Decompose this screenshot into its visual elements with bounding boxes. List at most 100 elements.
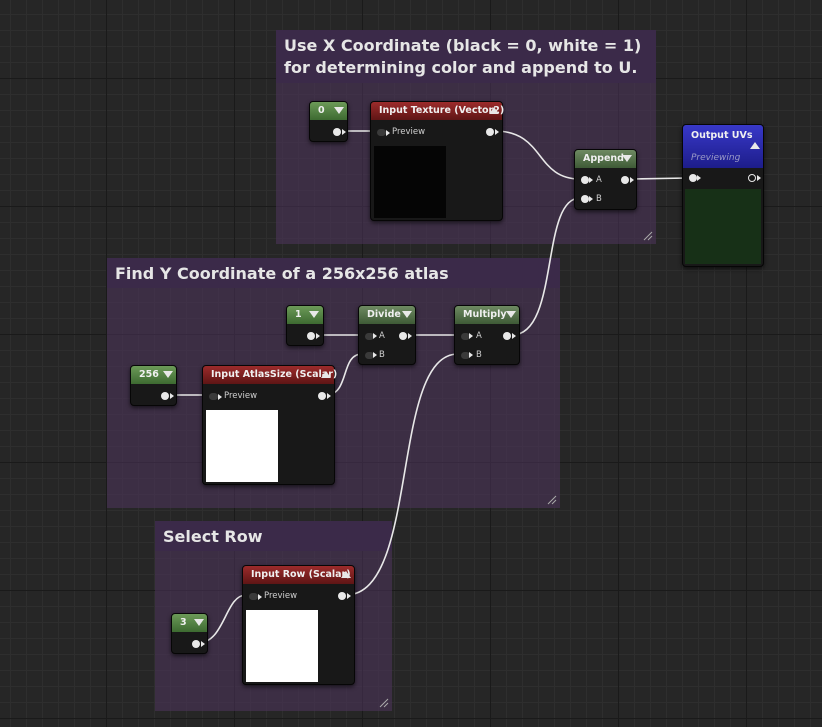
pin-arrow-icon bbox=[386, 130, 390, 136]
pin-arrow-icon bbox=[327, 393, 331, 399]
expand-arrow-icon[interactable] bbox=[341, 571, 351, 578]
input-row-node[interactable]: Input Row (Scalar) Preview bbox=[242, 565, 355, 685]
expand-arrow-icon[interactable] bbox=[750, 142, 760, 149]
pin-arrow-icon bbox=[589, 196, 593, 202]
pin-arrow-icon bbox=[218, 394, 222, 400]
node-title: Divide bbox=[367, 309, 401, 320]
row-preview bbox=[246, 610, 318, 682]
previewing-status: Previewing bbox=[691, 153, 741, 163]
input-pin-a-icon[interactable] bbox=[581, 176, 589, 184]
output-pin-icon[interactable] bbox=[318, 392, 326, 400]
collapse-arrow-icon[interactable] bbox=[194, 619, 204, 626]
output-pin-icon[interactable] bbox=[621, 176, 629, 184]
node-header[interactable]: Input AtlasSize (Scalar) bbox=[203, 366, 338, 384]
expand-arrow-icon[interactable] bbox=[489, 107, 499, 114]
resize-grip-icon[interactable] bbox=[547, 495, 557, 505]
output-pin-icon[interactable] bbox=[192, 640, 200, 648]
texture-preview bbox=[374, 146, 446, 218]
preview-pin-label: Preview bbox=[392, 127, 426, 137]
pin-label-a: A bbox=[596, 175, 602, 185]
node-header[interactable]: 1 bbox=[287, 306, 323, 324]
comment-title[interactable]: Use X Coordinate (black = 0, white = 1) … bbox=[276, 30, 656, 83]
pin-label-b: B bbox=[476, 350, 482, 360]
collapse-arrow-icon[interactable] bbox=[622, 155, 632, 162]
pin-arrow-icon bbox=[373, 352, 377, 358]
input-pin-b-icon[interactable] bbox=[581, 195, 589, 203]
pin-arrow-icon bbox=[697, 175, 701, 181]
comment-title[interactable]: Select Row bbox=[155, 521, 392, 551]
pin-arrow-icon bbox=[170, 393, 174, 399]
node-title: 256 bbox=[139, 369, 159, 380]
pin-arrow-icon bbox=[757, 175, 761, 181]
output-pin-hollow-icon[interactable] bbox=[748, 174, 756, 182]
pin-arrow-icon bbox=[495, 129, 499, 135]
node-title: Append bbox=[583, 153, 624, 164]
input-pin-b-icon[interactable] bbox=[365, 352, 374, 359]
collapse-arrow-icon[interactable] bbox=[309, 311, 319, 318]
input-atlassize-node[interactable]: Input AtlasSize (Scalar) Preview bbox=[202, 365, 338, 485]
node-header[interactable]: Append bbox=[575, 150, 636, 168]
node-title: 0 bbox=[318, 105, 325, 116]
output-uvs-node[interactable]: Output UVs Previewing bbox=[682, 124, 764, 267]
input-pin-b-icon[interactable] bbox=[461, 352, 470, 359]
constant-node-zero[interactable]: 0 bbox=[309, 101, 348, 142]
pin-arrow-icon bbox=[469, 333, 473, 339]
node-header[interactable]: Multiply bbox=[455, 306, 519, 324]
pin-arrow-icon bbox=[589, 177, 593, 183]
collapse-arrow-icon[interactable] bbox=[506, 311, 516, 318]
pin-arrow-icon bbox=[347, 593, 351, 599]
node-title: Output UVs bbox=[691, 130, 753, 141]
collapse-arrow-icon[interactable] bbox=[334, 107, 344, 114]
node-title: Input AtlasSize (Scalar) bbox=[211, 369, 338, 380]
node-header[interactable]: Input Row (Scalar) bbox=[243, 566, 354, 584]
pin-arrow-icon bbox=[258, 594, 262, 600]
pin-label-b: B bbox=[379, 350, 385, 360]
input-pin-a-icon[interactable] bbox=[461, 333, 470, 340]
input-pin-icon[interactable] bbox=[689, 174, 697, 182]
input-pin-icon[interactable] bbox=[249, 593, 258, 600]
output-pin-icon[interactable] bbox=[161, 392, 169, 400]
atlassize-preview bbox=[206, 410, 278, 482]
preview-pin-label: Preview bbox=[224, 391, 258, 401]
comment-title[interactable]: Find Y Coordinate of a 256x256 atlas bbox=[107, 258, 560, 288]
expand-arrow-icon[interactable] bbox=[321, 371, 331, 378]
pin-arrow-icon bbox=[512, 333, 516, 339]
node-header[interactable]: Output UVs Previewing bbox=[683, 125, 763, 168]
resize-grip-icon[interactable] bbox=[643, 231, 653, 241]
collapse-arrow-icon[interactable] bbox=[163, 371, 173, 378]
output-pin-icon[interactable] bbox=[399, 332, 407, 340]
output-preview bbox=[685, 189, 761, 264]
output-pin-icon[interactable] bbox=[333, 128, 341, 136]
pin-label-a: A bbox=[379, 331, 385, 341]
append-node[interactable]: Append A B bbox=[574, 149, 637, 210]
input-pin-icon[interactable] bbox=[377, 129, 386, 136]
input-texture-node[interactable]: Input Texture (Vector2) Preview bbox=[370, 101, 504, 221]
node-header[interactable]: Input Texture (Vector2) bbox=[371, 102, 504, 120]
pin-label-b: B bbox=[596, 194, 602, 204]
multiply-node[interactable]: Multiply A B bbox=[454, 305, 520, 365]
input-pin-a-icon[interactable] bbox=[365, 333, 374, 340]
output-pin-icon[interactable] bbox=[338, 592, 346, 600]
node-header[interactable]: 3 bbox=[172, 614, 207, 632]
node-title: Multiply bbox=[463, 309, 507, 320]
input-pin-icon[interactable] bbox=[209, 393, 218, 400]
preview-pin-label: Preview bbox=[264, 591, 298, 601]
pin-label-a: A bbox=[476, 331, 482, 341]
divide-node[interactable]: Divide A B bbox=[358, 305, 416, 365]
node-header[interactable]: 0 bbox=[310, 102, 347, 120]
pin-arrow-icon bbox=[342, 129, 346, 135]
node-title: 3 bbox=[180, 617, 187, 628]
output-pin-icon[interactable] bbox=[503, 332, 511, 340]
pin-arrow-icon bbox=[630, 177, 634, 183]
constant-node-one[interactable]: 1 bbox=[286, 305, 324, 346]
pin-arrow-icon bbox=[469, 352, 473, 358]
output-pin-icon[interactable] bbox=[486, 128, 494, 136]
constant-node-three[interactable]: 3 bbox=[171, 613, 208, 654]
constant-node-256[interactable]: 256 bbox=[130, 365, 177, 406]
node-header[interactable]: Divide bbox=[359, 306, 415, 324]
resize-grip-icon[interactable] bbox=[379, 698, 389, 708]
output-pin-icon[interactable] bbox=[307, 332, 315, 340]
node-header[interactable]: 256 bbox=[131, 366, 176, 384]
collapse-arrow-icon[interactable] bbox=[402, 311, 412, 318]
node-title: 1 bbox=[295, 309, 302, 320]
